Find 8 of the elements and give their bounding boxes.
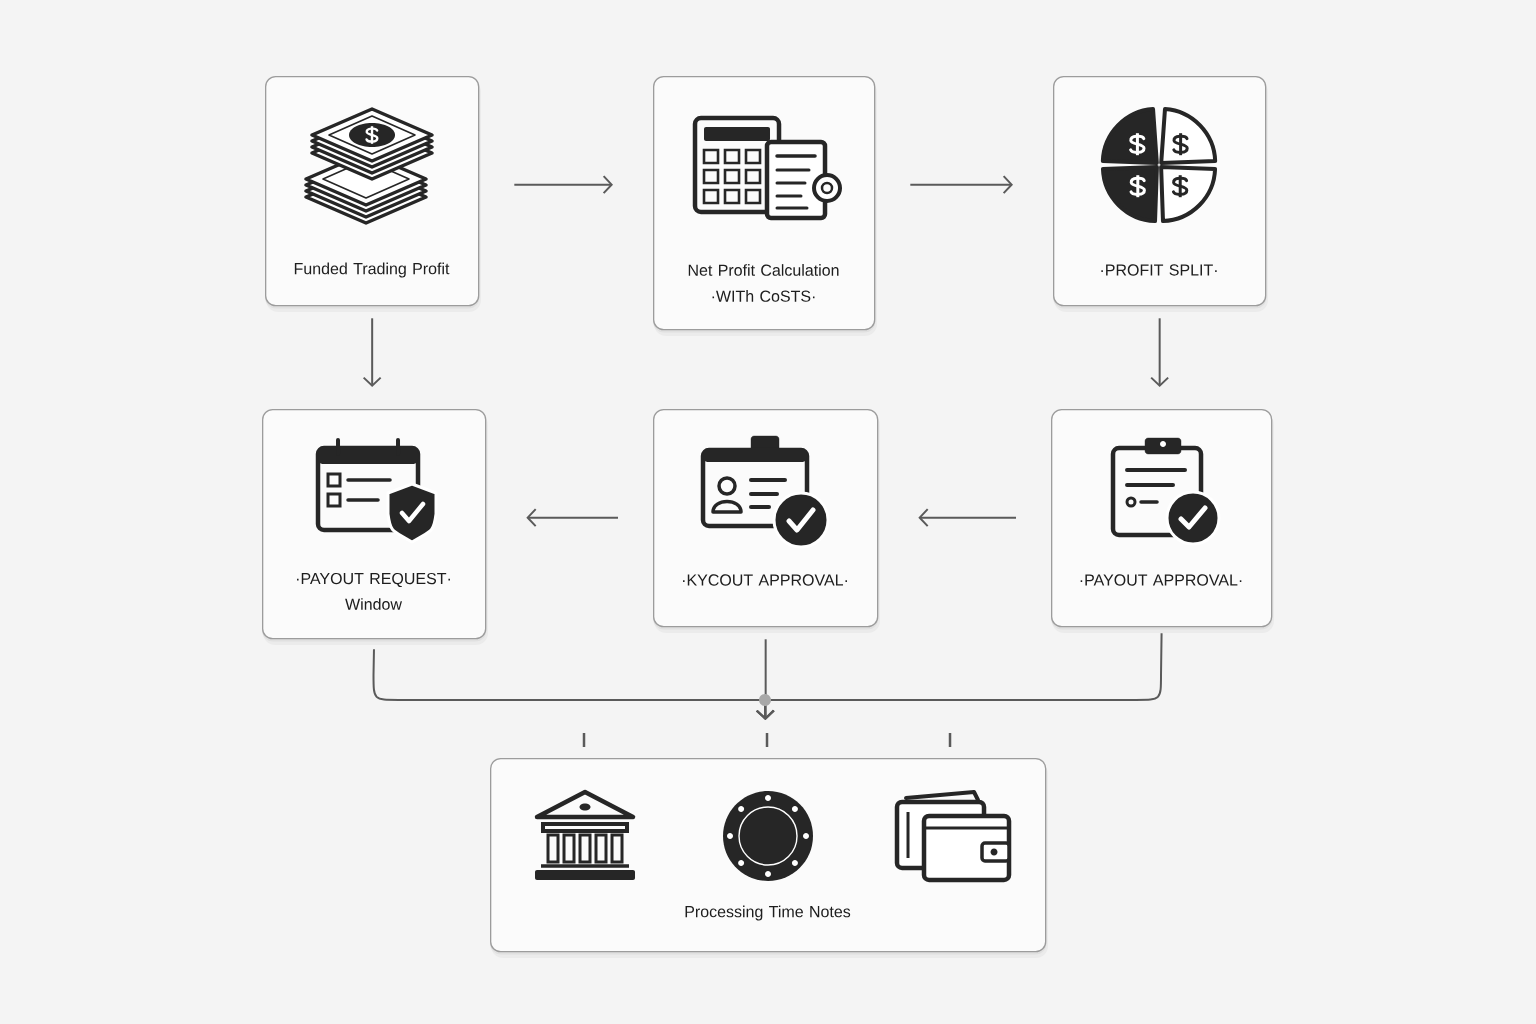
arrow	[1150, 317, 1170, 387]
arrow	[513, 175, 613, 195]
arrow	[526, 508, 619, 528]
arrow	[362, 317, 382, 387]
process-box: ·PAYOUT APPROVAL·	[1051, 409, 1274, 633]
arrow	[918, 508, 1017, 528]
arrow	[909, 175, 1013, 195]
arrow	[755, 632, 1163, 720]
